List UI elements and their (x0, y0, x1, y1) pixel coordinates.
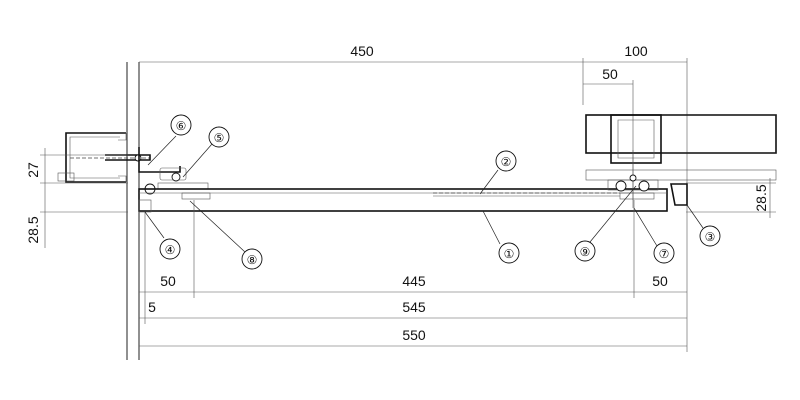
callout-5: ⑤ (182, 126, 230, 178)
dimension-row-1: 50 445 50 (139, 273, 687, 293)
callout-2: ② (479, 150, 517, 195)
dim-label-550: 550 (402, 327, 426, 343)
dim-label-28-5-right: 28.5 (753, 184, 769, 211)
dim-label-545: 545 (402, 299, 426, 315)
dim-label-27: 27 (25, 162, 41, 178)
callout-8-label: ⑧ (247, 253, 258, 267)
dimension-row-2: 5 545 (139, 299, 687, 319)
dimension-row-3: 550 (139, 327, 687, 347)
callouts: ① ② ③ ④ ⑤ ⑥ ⑦ (144, 114, 721, 270)
callout-2-label: ② (501, 155, 512, 169)
dim-label-50-left: 50 (160, 273, 176, 289)
callout-1-label: ① (504, 247, 515, 261)
left-channel-profile (57, 132, 151, 183)
dim-label-445: 445 (402, 273, 426, 289)
callout-6: ⑥ (147, 114, 192, 166)
callout-5-label: ⑤ (214, 131, 225, 145)
left-hanger-bracket (138, 147, 209, 195)
callout-8: ⑧ (189, 200, 263, 270)
dimension-left: 27 28.5 (25, 148, 128, 248)
dim-label-50-top: 50 (602, 66, 618, 82)
dimension-top-450: 450 (139, 43, 584, 105)
extension-lines (144, 200, 635, 324)
dim-label-100: 100 (624, 43, 648, 59)
dimension-right: 28.5 (686, 178, 776, 218)
callout-3-label: ③ (705, 230, 716, 244)
callout-3: ③ (686, 204, 721, 247)
callout-4: ④ (144, 211, 181, 260)
right-track-system (585, 114, 777, 208)
dim-label-50-right: 50 (652, 273, 668, 289)
callout-4-label: ④ (165, 243, 176, 257)
callout-6-label: ⑥ (176, 119, 187, 133)
callout-9-label: ⑨ (580, 245, 591, 259)
callout-7-label: ⑦ (659, 247, 670, 261)
wall-lines (126, 62, 140, 360)
dim-label-450: 450 (350, 43, 374, 59)
dimension-top-100: 100 (583, 43, 688, 352)
dim-label-28-5-left: 28.5 (25, 216, 41, 243)
callout-7: ⑦ (633, 207, 675, 264)
sliding-panel (138, 188, 668, 213)
callout-1: ① (482, 210, 520, 264)
dim-label-5: 5 (148, 299, 156, 315)
callout-9: ⑨ (574, 185, 637, 262)
